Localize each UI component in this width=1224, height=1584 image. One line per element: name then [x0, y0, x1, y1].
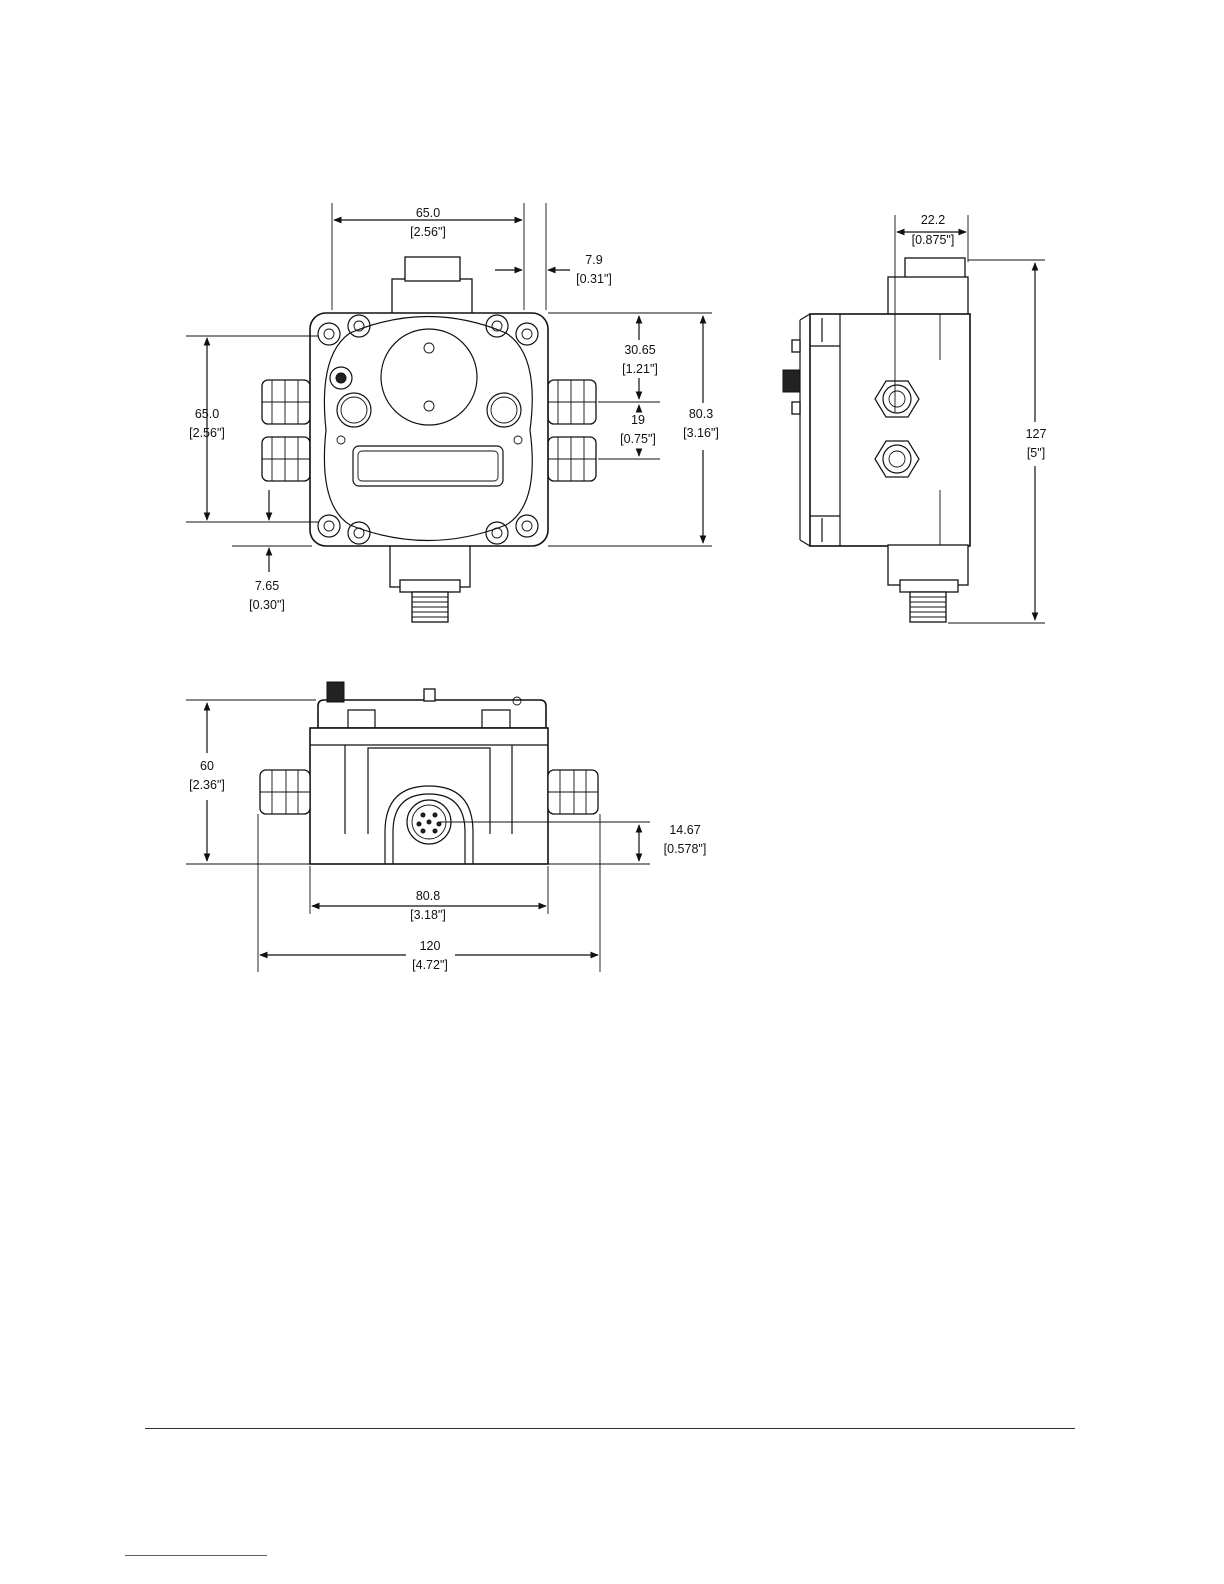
dim-bottom-width-mm: 80.8 — [416, 889, 440, 903]
dim-connector-offset-in: [0.578"] — [664, 842, 707, 856]
dim-bottom-width-in: [3.18"] — [410, 908, 446, 922]
side-view: 22.2 [0.875"] 127 [5"] — [783, 213, 1046, 623]
dim-overall-width-in: [4.72"] — [412, 958, 448, 972]
footer-rule — [145, 1428, 1075, 1429]
side-thread — [910, 592, 946, 622]
dim-gland-spacing-in: [0.75"] — [620, 432, 656, 446]
dim-gland-top-offset-in: [1.21"] — [622, 362, 658, 376]
front-thread — [412, 592, 448, 622]
dim-front-offset-top-mm: 7.9 — [585, 253, 602, 267]
dim-front-offset-bottom-in: [0.30"] — [249, 598, 285, 612]
dim-bottom-height-in: [2.36"] — [189, 778, 225, 792]
dim-front-width-in: [2.56"] — [410, 225, 446, 239]
dim-front-offset-bottom-mm: 7.65 — [255, 579, 279, 593]
footer-link-underline[interactable] — [125, 1555, 267, 1556]
dim-front-height-left-mm: 65.0 — [195, 407, 219, 421]
dim-front-height-right-mm: 80.3 — [689, 407, 713, 421]
dim-side-depth-in: [0.875"] — [912, 233, 955, 247]
dim-gland-top-offset-mm: 30.65 — [624, 343, 655, 357]
dim-side-depth-mm: 22.2 — [921, 213, 945, 227]
dim-bottom-height-mm: 60 — [200, 759, 214, 773]
side-antenna — [783, 370, 800, 392]
dim-connector-offset-mm: 14.67 — [669, 823, 700, 837]
dim-side-height-mm: 127 — [1026, 427, 1047, 441]
bottom-view: 60 [2.36"] 14.67 [0.578"] 80.8 [3.18"] 1… — [186, 682, 706, 972]
dim-front-width-mm: 65.0 — [416, 206, 440, 220]
dim-front-height-right-in: [3.16"] — [683, 426, 719, 440]
dim-front-height-left-in: [2.56"] — [189, 426, 225, 440]
side-body — [810, 314, 970, 546]
dim-gland-spacing-mm: 19 — [631, 413, 645, 427]
dim-side-height-in: [5"] — [1027, 446, 1045, 460]
front-view: 65.0 [2.56"] 7.9 [0.31"] 65.0 [2.56"] 7.… — [186, 203, 719, 622]
right-cable-glands — [548, 380, 596, 481]
left-cable-glands — [262, 380, 310, 481]
front-body — [310, 313, 548, 546]
bottom-antenna — [327, 682, 344, 702]
dim-overall-width-mm: 120 — [420, 939, 441, 953]
dim-front-offset-top-in: [0.31"] — [576, 272, 612, 286]
